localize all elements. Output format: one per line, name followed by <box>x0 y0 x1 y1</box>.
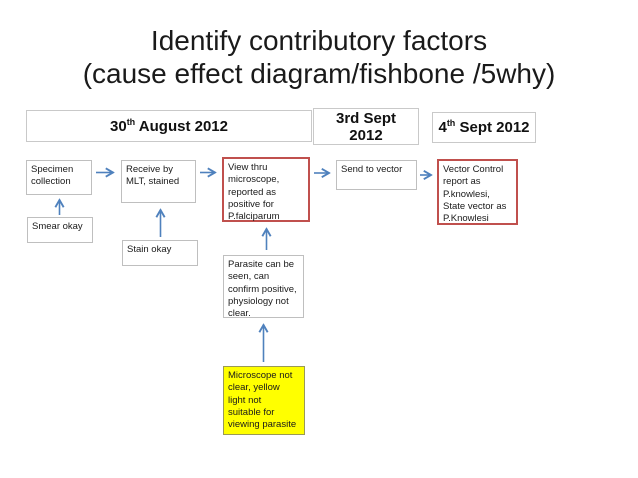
note-stain-okay: Stain okay <box>122 240 198 266</box>
title-line-1: Identify contributory factors <box>150 25 488 56</box>
step-view-thru-microscope: View thru microscope, reported as positi… <box>222 157 310 222</box>
page-title: Identify contributory factors (cause eff… <box>0 24 638 90</box>
timeline-date-text: 4th Sept 2012 <box>438 118 530 137</box>
root-cause-box: Microscope not clear, yellow light not s… <box>223 366 305 435</box>
step-specimen-collection: Specimen collection <box>26 160 92 195</box>
step-receive-by-mlt: Receive by MLT, stained <box>121 160 196 203</box>
timeline-date-text: 30th August 2012 <box>110 116 228 135</box>
timeline-box-3-sept: 3rd Sept 2012 <box>313 108 419 145</box>
title-line-2: (cause effect diagram/fishbone /5why) <box>82 58 556 89</box>
timeline-box-30-august: 30th August 2012 <box>26 110 312 142</box>
note-smear-okay: Smear okay <box>27 217 93 243</box>
timeline-box-4-sept: 4th Sept 2012 <box>432 112 536 143</box>
timeline-date-text: 3rd Sept 2012 <box>335 109 396 144</box>
note-parasite-seen: Parasite can be seen, can confirm positi… <box>223 255 304 319</box>
step-send-to-vector: Send to vector <box>336 160 417 190</box>
step-vector-control-report: Vector Control report as P.knowlesi, Sta… <box>437 159 518 225</box>
